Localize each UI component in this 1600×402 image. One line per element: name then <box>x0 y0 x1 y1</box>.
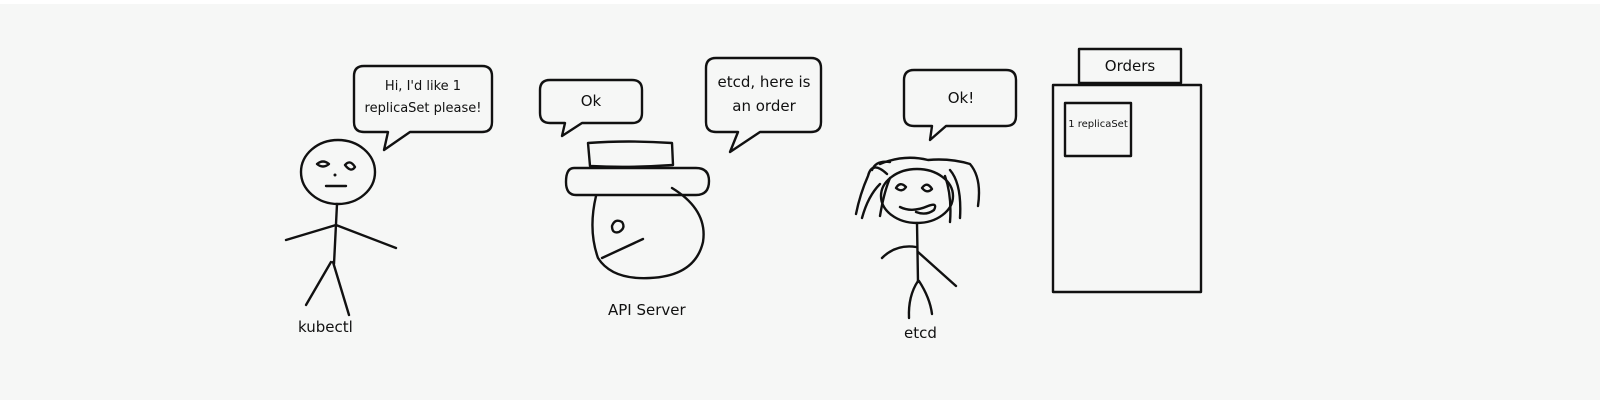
etcd-left-eye <box>894 183 908 192</box>
api-server-order-bubble <box>704 56 823 154</box>
orders-title-box <box>1077 47 1183 85</box>
api-server-head <box>591 186 705 280</box>
etcd-right-arm <box>916 250 958 288</box>
orders-entry-box <box>1063 101 1133 158</box>
orders-store <box>1051 47 1203 294</box>
etcd-figure <box>854 156 981 320</box>
kubectl-speech-line-2: replicaSet please! <box>364 101 482 116</box>
api-server-eye <box>610 219 625 234</box>
api-server-hat-brim <box>564 166 711 197</box>
kubectl-left-eye <box>315 160 331 168</box>
etcd-label: etcd <box>904 324 937 342</box>
api-server-order-line-2: an order <box>732 97 796 115</box>
api-server-mouth <box>600 237 645 260</box>
kubectl-left-arm <box>284 223 338 242</box>
etcd-left-leg <box>907 279 920 320</box>
etcd-right-leg <box>917 279 934 316</box>
kubectl-figure <box>284 138 398 317</box>
etcd-ok-bubble <box>902 68 1018 142</box>
api-server-label: API Server <box>608 301 686 319</box>
kubectl-right-eye <box>343 161 357 171</box>
kubectl-left-leg <box>304 260 333 307</box>
canvas-background <box>0 4 1600 400</box>
orders-entry-text: 1 replicaSet <box>1068 119 1128 130</box>
etcd-left-arm <box>880 245 918 260</box>
kubectl-speech-bubble <box>352 64 494 152</box>
api-server-hat-top <box>586 140 675 168</box>
api-server-order-text: etcd, here is an order <box>708 70 820 118</box>
kubectl-right-arm <box>334 223 398 250</box>
etcd-right-eye <box>920 183 934 193</box>
etcd-hair <box>854 156 981 224</box>
kubectl-right-leg <box>331 260 351 317</box>
kubectl-label: kubectl <box>298 318 353 336</box>
kubectl-speech-text: Hi, I'd like 1 replicaSet please! <box>360 76 486 120</box>
etcd-ok-text: Ok! <box>947 89 975 107</box>
orders-title-text: Orders <box>1104 57 1156 75</box>
api-server-figure <box>564 140 711 280</box>
kubectl-speech-line-1: Hi, I'd like 1 <box>384 79 462 94</box>
api-server-order-line-1: etcd, here is <box>717 73 811 91</box>
kubectl-body <box>332 202 339 266</box>
api-server-ok-bubble <box>538 78 644 138</box>
orders-container <box>1051 83 1203 294</box>
kubectl-nose <box>333 173 337 177</box>
etcd-mouth <box>898 203 937 215</box>
api-server-ok-text: Ok <box>580 92 602 110</box>
